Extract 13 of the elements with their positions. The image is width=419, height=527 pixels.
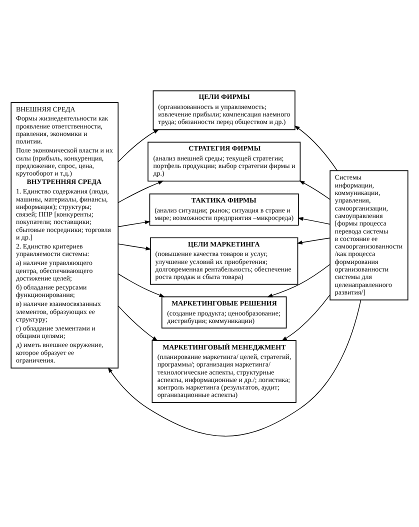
arrow bbox=[299, 180, 330, 200]
arrow bbox=[118, 220, 151, 228]
arrow bbox=[118, 244, 152, 250]
arrow bbox=[298, 217, 330, 225]
arrow bbox=[281, 294, 330, 342]
arrow bbox=[118, 306, 158, 342]
arrow bbox=[118, 129, 160, 162]
arrow bbox=[294, 126, 338, 172]
arrow bbox=[296, 238, 330, 244]
arrow bbox=[118, 180, 164, 203]
arrow bbox=[108, 300, 362, 436]
arrow bbox=[267, 264, 330, 298]
arrow bbox=[118, 273, 165, 298]
